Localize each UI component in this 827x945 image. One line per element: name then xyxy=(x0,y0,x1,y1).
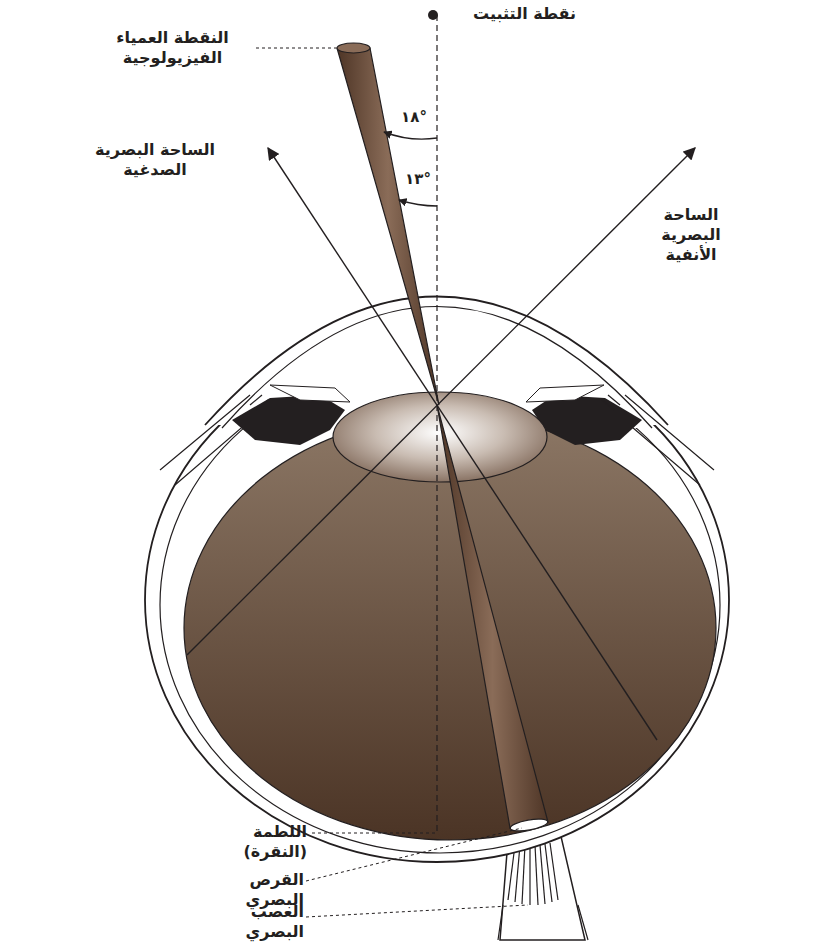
optic-nerve-label: العصب البصري xyxy=(190,902,304,942)
fixation-label: نقطة التثبيت xyxy=(446,4,576,24)
angle-label: °١٣ xyxy=(401,170,435,189)
nasal-field-label: الساحة البصرية الأنفية xyxy=(650,205,732,265)
temporal-field-label: الساحة البصرية الصدغية xyxy=(80,140,230,180)
blindspot-label: النقطة العمياء الفيزيولوجية xyxy=(95,28,250,68)
fovea-label: اللطمة (النقرة) xyxy=(185,822,307,862)
angle-label: °١٨ xyxy=(395,108,433,127)
